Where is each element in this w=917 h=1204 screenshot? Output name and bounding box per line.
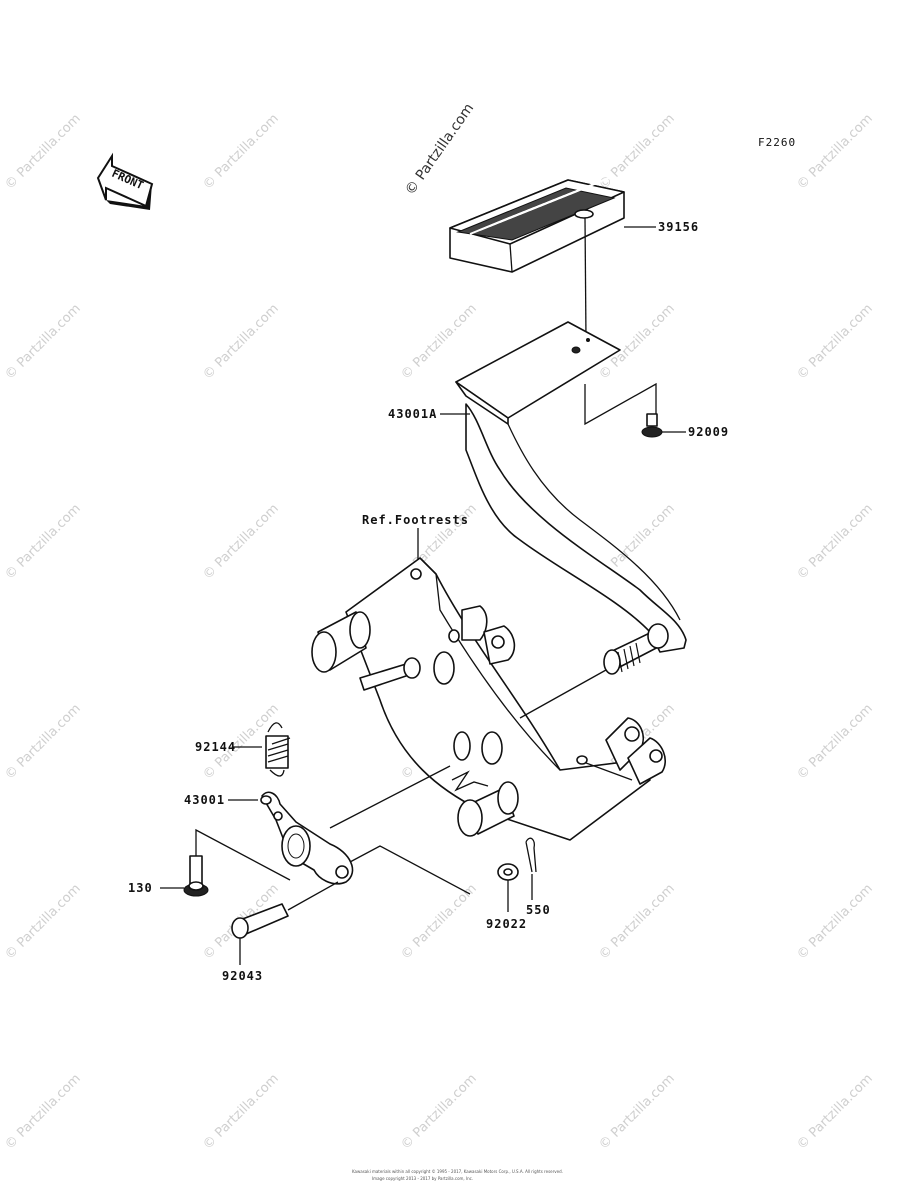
- watermark-text: © Partzilla.com: [2, 701, 84, 783]
- footer-copyright-line1: Kawasaki materials within all copyright …: [352, 1169, 563, 1174]
- diagram-code: F2260: [758, 136, 796, 149]
- flange-bolt-130: [160, 828, 291, 897]
- washer-92022: [349, 845, 519, 912]
- watermark-text: © Partzilla.com: [200, 1071, 282, 1153]
- watermark-text: © Partzilla.com: [596, 1071, 678, 1153]
- watermark-text: © Partzilla.com: [596, 111, 678, 193]
- footer-copyright-line2: Image copyright 2013 - 2017 by Partzilla…: [372, 1176, 473, 1181]
- part-label-92043[interactable]: 92043: [222, 969, 263, 983]
- watermark-text: © Partzilla.com: [794, 301, 876, 383]
- screw-92009: [584, 382, 686, 438]
- part-labels: 39156 43001A 92009 92144 43001 130 92022…: [128, 220, 729, 983]
- part-label-92009[interactable]: 92009: [688, 425, 729, 439]
- watermark-text: © Partzilla.com: [200, 301, 282, 383]
- watermark-text: © Partzilla.com: [398, 1071, 480, 1153]
- brake-pedal: [455, 321, 687, 675]
- pedal-shaft: [603, 623, 669, 675]
- part-label-92144[interactable]: 92144: [195, 740, 236, 754]
- part-label-43001a[interactable]: 43001A: [388, 407, 437, 421]
- pedal-link: [228, 765, 451, 885]
- watermark-text: © Partzilla.com: [596, 301, 678, 383]
- watermark-text: © Partzilla.com: [2, 881, 84, 963]
- pad-rib: [569, 175, 615, 195]
- watermark-text: © Partzilla.com: [2, 111, 84, 193]
- pedal-pad: [449, 175, 625, 273]
- part-label-130[interactable]: 130: [128, 881, 153, 895]
- watermark-center: © Partzilla.com: [402, 101, 477, 199]
- part-label-43001[interactable]: 43001: [184, 793, 225, 807]
- watermark-text: © Partzilla.com: [794, 111, 876, 193]
- cotter-pin-550: [525, 837, 537, 900]
- watermark-text: © Partzilla.com: [398, 301, 480, 383]
- watermark-text: © Partzilla.com: [794, 1071, 876, 1153]
- watermark-text: © Partzilla.com: [2, 301, 84, 383]
- front-arrow-icon: FRONT: [96, 152, 154, 210]
- part-label-550[interactable]: 550: [526, 903, 551, 917]
- part-label-92022[interactable]: 92022: [486, 917, 527, 931]
- part-label-39156[interactable]: 39156: [658, 220, 699, 234]
- watermark-text: © Partzilla.com: [794, 701, 876, 783]
- watermark-text: © Partzilla.com: [794, 881, 876, 963]
- watermark-text: © Partzilla.com: [200, 111, 282, 193]
- pin-92043: [231, 881, 339, 965]
- footrest-bracket: [311, 557, 666, 841]
- ref-footrests-label[interactable]: Ref.Footrests: [362, 513, 469, 527]
- watermark-text: © Partzilla.com: [2, 1071, 84, 1153]
- spring-92144: [232, 722, 291, 777]
- watermark-text: © Partzilla.com: [200, 501, 282, 583]
- watermark-text: © Partzilla.com: [2, 501, 84, 583]
- watermark-text: © Partzilla.com: [596, 881, 678, 963]
- watermark-text: © Partzilla.com: [398, 881, 480, 963]
- watermark-text: © Partzilla.com: [794, 501, 876, 583]
